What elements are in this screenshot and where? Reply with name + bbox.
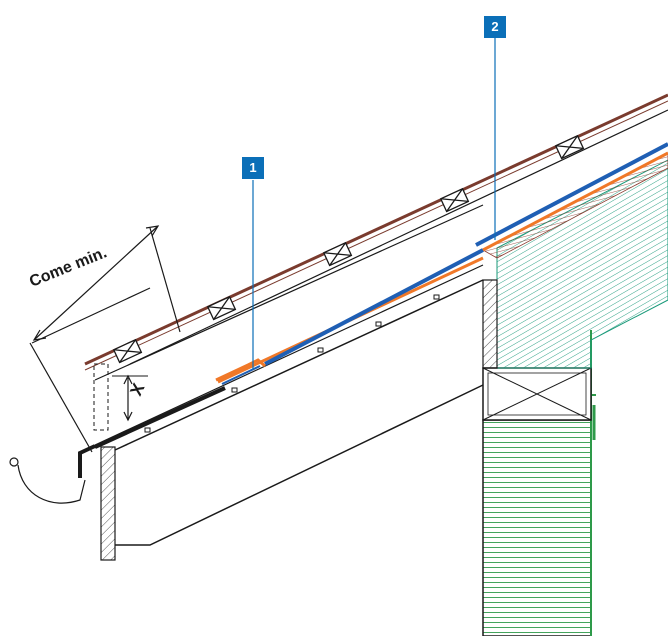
eave-soffit bbox=[100, 279, 484, 561]
callout-leaders bbox=[252, 38, 496, 370]
callout-badge-1: 1 bbox=[242, 157, 264, 179]
overlap-label: Come min. bbox=[27, 244, 109, 290]
height-label: X bbox=[126, 380, 148, 399]
battens bbox=[112, 134, 585, 364]
callout-badge-2: 2 bbox=[484, 16, 506, 38]
ring-beam bbox=[482, 367, 592, 421]
gutter-hook bbox=[9, 457, 86, 504]
underlay-membranes bbox=[215, 142, 668, 385]
inner-wall-post bbox=[482, 279, 498, 369]
overlap-dimension bbox=[29, 225, 181, 453]
ventilation-gap-dimension bbox=[93, 363, 148, 431]
main-wall bbox=[482, 330, 596, 636]
roof-deck-lines bbox=[94, 109, 668, 446]
